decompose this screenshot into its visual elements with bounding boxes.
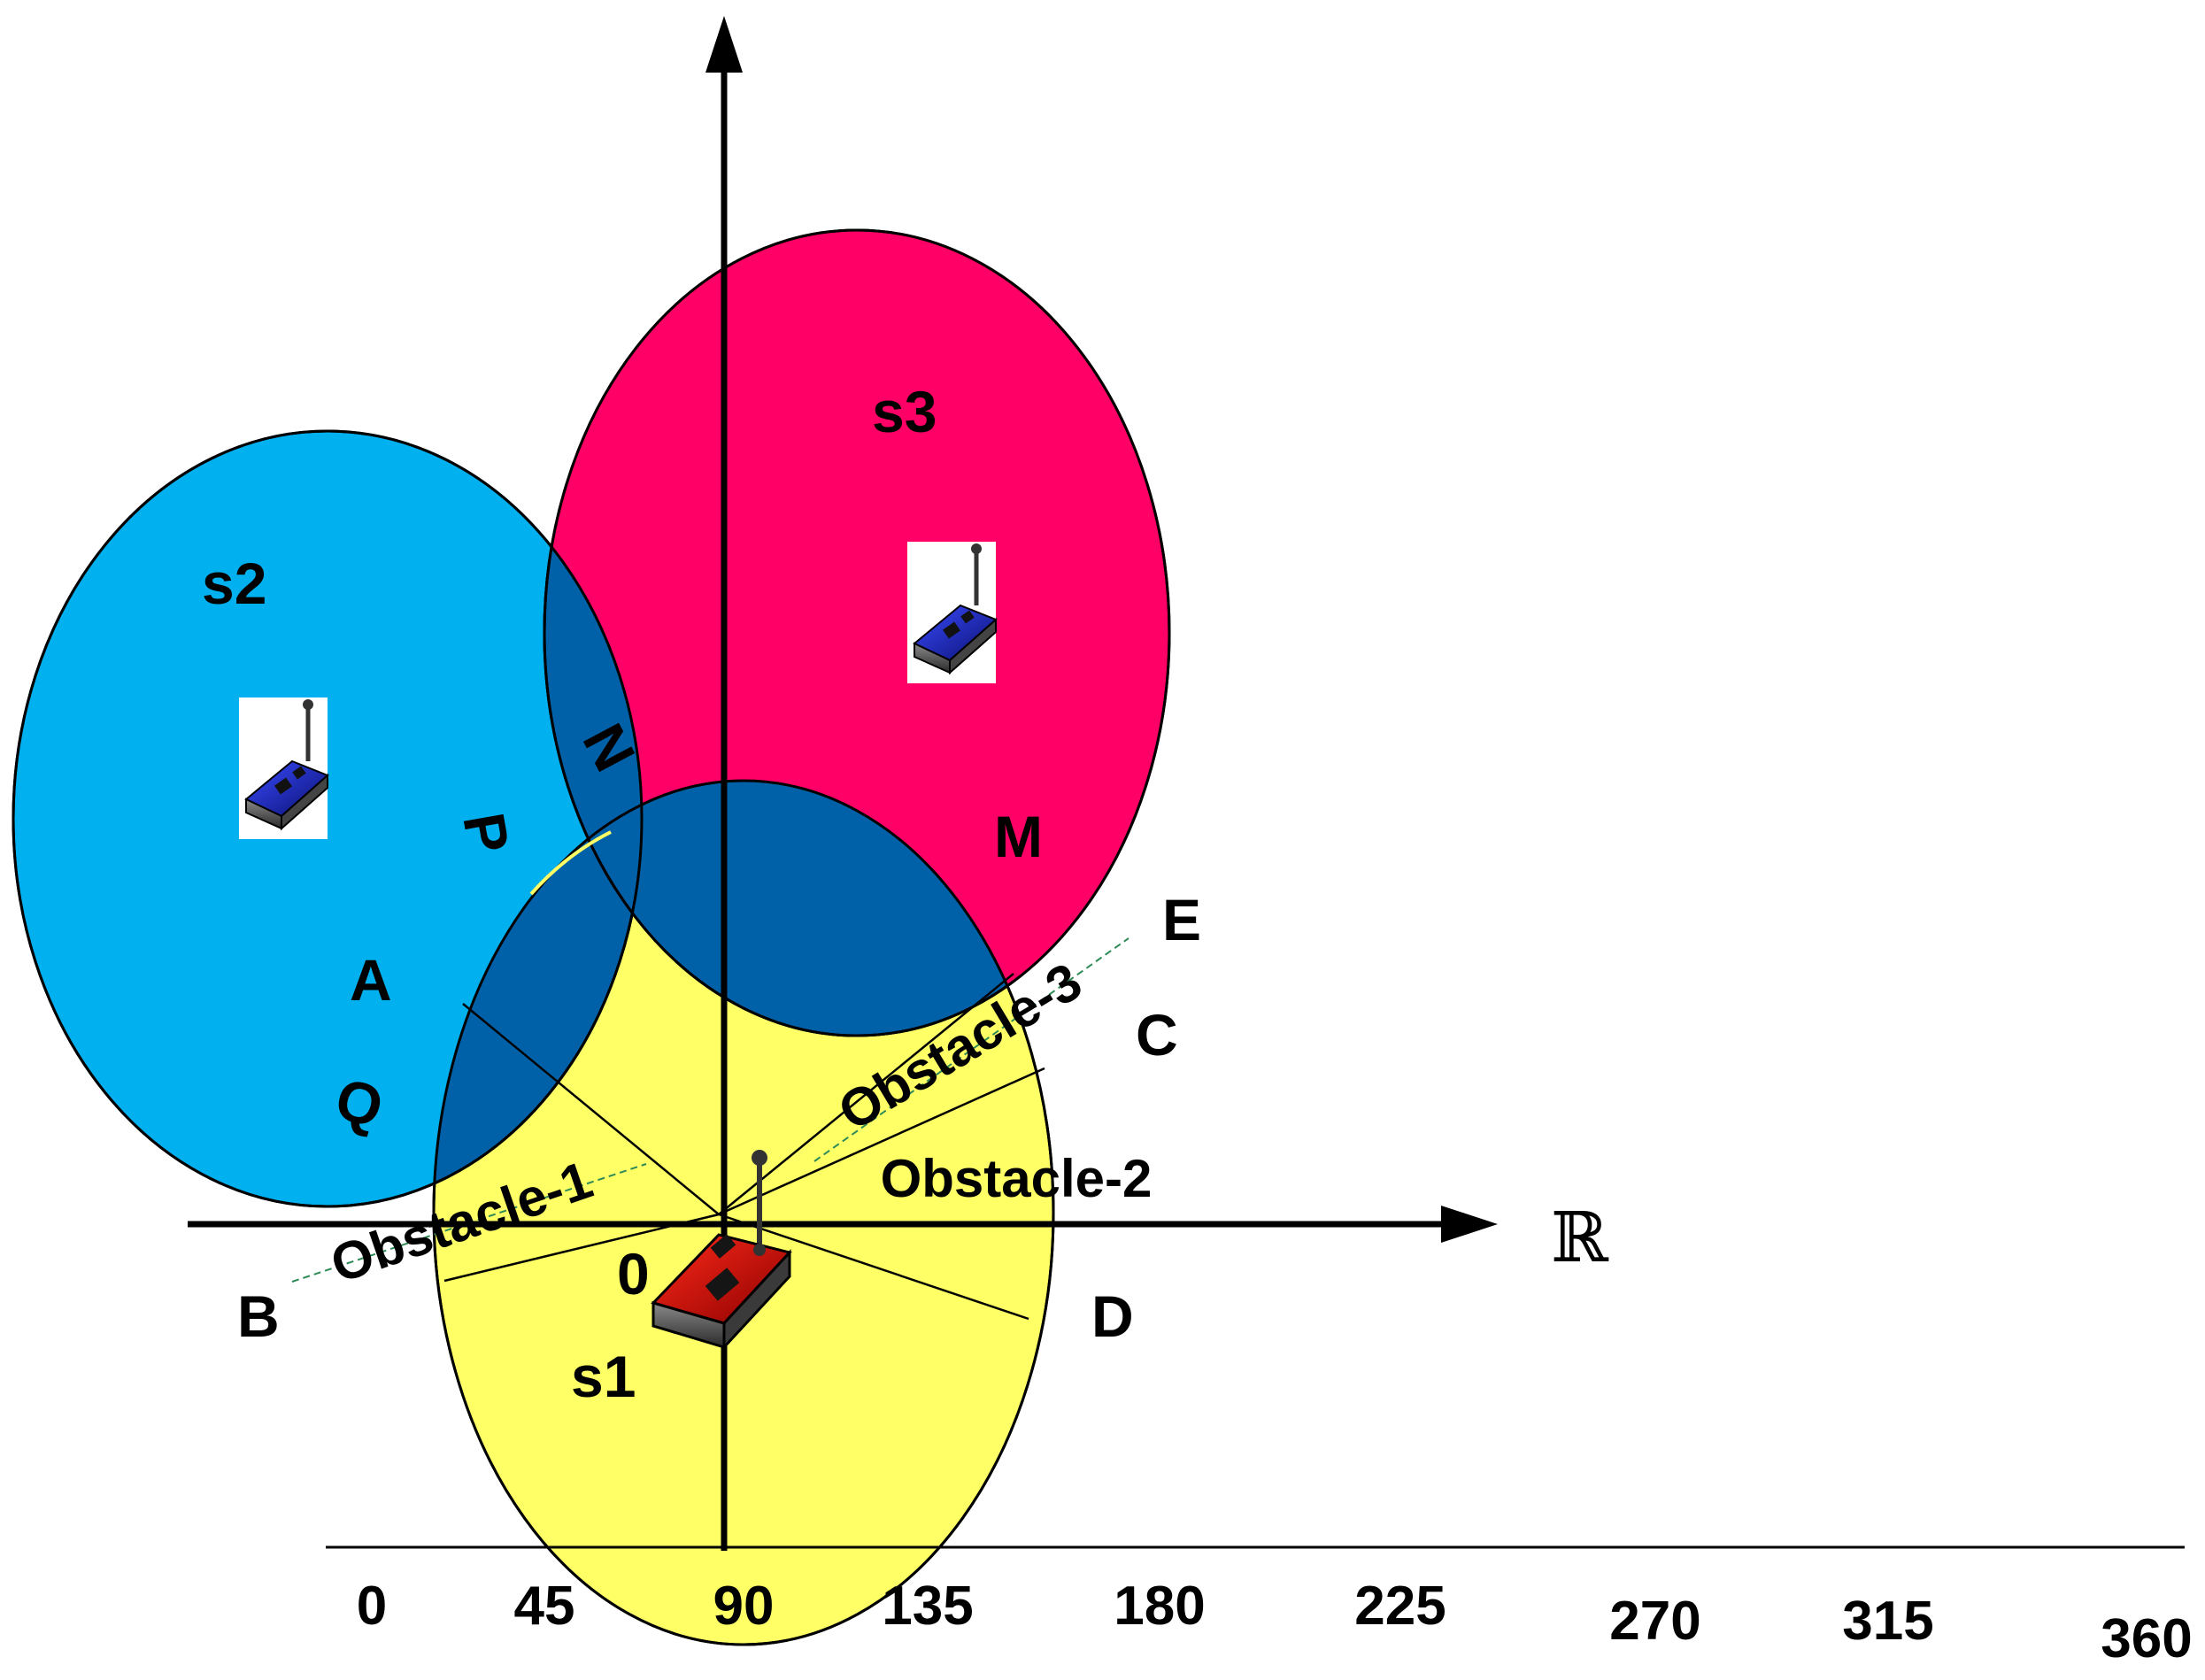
sensor-label-s2: s2	[202, 551, 266, 616]
point-label-m: M	[994, 804, 1043, 869]
tick-label: 360	[2101, 1608, 2192, 1669]
sensor-node-s2-icon	[239, 697, 329, 839]
obstacle-boundaries	[443, 973, 1045, 1321]
sensor-node-s3-icon	[907, 542, 998, 683]
point-label-d: D	[1091, 1283, 1134, 1349]
angle-tick-labels: 0 45 90 135 180 225 270 315 360	[357, 1576, 2193, 1669]
real-axis-symbol: ℝ	[1551, 1198, 1609, 1278]
sensor-label-s1: s1	[571, 1344, 636, 1409]
tick-label: 315	[1842, 1591, 1933, 1652]
tick-label: 45	[514, 1576, 575, 1637]
horizontal-axis-arrow	[1441, 1206, 1498, 1243]
tick-label: 270	[1609, 1591, 1700, 1652]
point-label-b: B	[237, 1283, 280, 1349]
sensor-node-s1-icon	[651, 1150, 792, 1351]
tick-label: 90	[713, 1576, 775, 1637]
point-label-c: C	[1136, 1002, 1178, 1067]
coordinate-axes	[188, 16, 2185, 1551]
point-label-a: A	[350, 947, 392, 1013]
point-label-e: E	[1162, 887, 1201, 952]
sensor-label-s3: s3	[872, 379, 937, 444]
tick-label: 135	[882, 1576, 973, 1637]
obstacle-label-2: Obstacle-2	[881, 1149, 1153, 1208]
tick-label: 0	[357, 1576, 387, 1637]
point-label-origin: 0	[617, 1241, 650, 1306]
tick-label: 180	[1114, 1576, 1205, 1637]
tick-label: 225	[1354, 1576, 1446, 1637]
vertical-axis-arrow	[705, 16, 743, 73]
